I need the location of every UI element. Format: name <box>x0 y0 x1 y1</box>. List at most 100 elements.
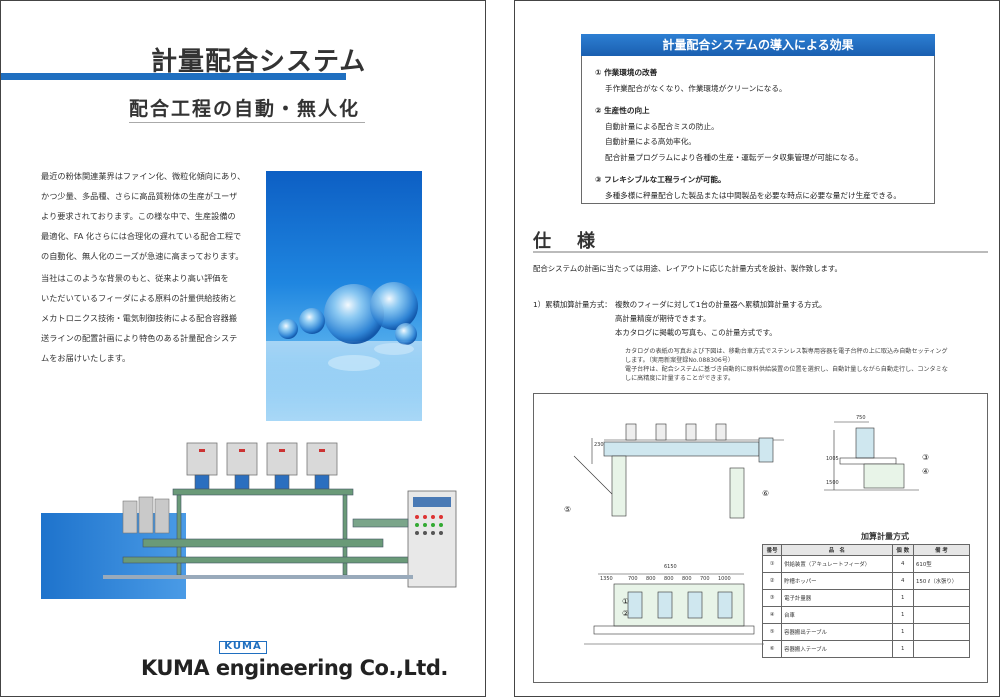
callout-label: ③ <box>922 453 929 462</box>
note-line: 電子台秤は、配合システムに基づき自動的に原料供給装置の位置を選択し、自動計量しな… <box>625 366 948 373</box>
note-line: カタログの表紙の写真および下図は、移動台車方式でステンレス製専用容器を電子台秤の… <box>625 348 948 355</box>
table-title: 加算計量方式 <box>861 532 909 541</box>
intro-line: かつ少量、多品種、さらに高品質粉体の生産がユーザ <box>41 191 238 201</box>
table-cell: 貯槽ホッパー <box>781 572 893 590</box>
effects-box <box>581 56 935 204</box>
equipment-table: 番号 品 名 個 数 備 考 ① 供給装置（アキュレートフィーダ） 4 610型… <box>761 544 971 658</box>
callout-label: ⑤ <box>564 505 571 514</box>
brochure-spec-page: 計量配合システムの導入による効果 ① 作業環境の改善 手作業配合がなくなり、作業… <box>514 0 1000 697</box>
method-description: 1）累積加算計量方式：複数のフィーダに対して1台の計量器へ累積加算計量する方式。… <box>533 298 826 340</box>
method-label: 1）累積加算計量方式： <box>533 300 612 309</box>
note-line: しに高精度に計量することができます。 <box>625 375 735 382</box>
table-cell: 1 <box>891 589 914 607</box>
table-cell <box>912 589 971 607</box>
dim-label: 800 <box>646 576 656 582</box>
table-row: ⑥ 容器搬入テーブル 1 <box>761 640 971 658</box>
callout-label: ④ <box>922 467 929 476</box>
intro-line: の自動化、無人化のニーズが急速に高まっております。 <box>41 251 244 261</box>
effect-item: ② 生産性の向上 自動計量による配合ミスの防止。 自動計量による高効率化。 配合… <box>595 103 935 165</box>
dim-label: 750 <box>856 415 866 421</box>
intro-line: いただいているフィーダによる原料の計量供給技術と <box>41 293 237 303</box>
table-cell: 1 <box>891 606 914 624</box>
intro-line: 送ラインの配置計画により特色のある計量配合システ <box>41 333 238 343</box>
table-cell: 容器搬入テーブル <box>781 640 893 658</box>
table-cell: 供給装置（アキュレートフィーダ） <box>781 555 893 573</box>
effect-line: 自動計量による配合ミスの防止。 <box>605 121 719 131</box>
hero-image-water-spheres <box>266 171 422 421</box>
effects-title: 計量配合システムの導入による効果 <box>581 34 935 56</box>
callout-label: ② <box>622 609 629 618</box>
table-header: 品 名 <box>781 544 893 556</box>
table-cell: 容器搬出テーブル <box>781 623 893 641</box>
dim-label: 700 <box>628 576 638 582</box>
note-line: します。（実用新案登録No.088306号） <box>625 357 734 364</box>
layout-drawing-svg: 750 230 1005 1500 6150 1350 700 800 800 … <box>564 415 929 645</box>
table-cell <box>912 623 971 641</box>
table-cell: ⑤ <box>761 623 783 641</box>
company-logo-text: KUMA engineering Co.,Ltd. <box>141 656 448 680</box>
intro-text: 最近の粉体関連業界はファイン化、微粒化傾向にあり、 かつ少量、多品種、さらに高品… <box>41 166 259 368</box>
table-header-row: 番号 品 名 個 数 備 考 <box>761 544 971 556</box>
callout-label: ① <box>622 597 629 606</box>
table-cell: 1 <box>891 640 914 658</box>
page-title: 計量配合システム <box>151 47 367 77</box>
water-spheres-illustration <box>266 282 422 421</box>
kuma-logo-mark: KUMA <box>219 641 267 654</box>
table-cell <box>912 640 971 658</box>
effect-heading: ③ フレキシブルな工程ラインが可能。 <box>595 175 726 184</box>
effect-line: 配合計量プログラムにより各種の生産・運転データ収集管理が可能になる。 <box>605 152 863 162</box>
dim-label: 6150 <box>664 564 677 570</box>
dim-label: 1000 <box>718 576 731 582</box>
table-cell: 台車 <box>781 606 893 624</box>
table-header: 備 考 <box>912 544 971 556</box>
effect-item: ① 作業環境の改善 手作業配合がなくなり、作業環境がクリーンになる。 <box>595 65 935 96</box>
effect-line: 自動計量による高効率化。 <box>605 137 696 146</box>
method-line: 高計量精度が期待できます。 <box>615 314 711 323</box>
callout-label: ⑥ <box>762 489 769 498</box>
page-subtitle: 配合工程の自動・無人化 <box>129 98 361 120</box>
machine-photo-illustration <box>103 439 463 599</box>
table-cell: 4 <box>891 555 914 573</box>
table-cell: 610型 <box>912 555 971 573</box>
effect-line: 手作業配合がなくなり、作業環境がクリーンになる。 <box>605 83 787 93</box>
effect-heading: ① 作業環境の改善 <box>595 68 658 77</box>
spec-title-rule <box>533 251 988 253</box>
table-cell: 4 <box>891 572 914 590</box>
dim-label: 1005 <box>826 456 839 462</box>
dim-label: 700 <box>700 576 710 582</box>
table-cell: ④ <box>761 606 783 624</box>
intro-line: ムをお届けいたします。 <box>41 353 131 363</box>
effect-heading: ② 生産性の向上 <box>595 106 650 115</box>
dim-label: 230 <box>594 442 604 448</box>
table-cell: 1 <box>891 623 914 641</box>
effect-item: ③ フレキシブルな工程ラインが可能。 多種多様に秤量配合した製品または中間製品を… <box>595 172 935 203</box>
table-cell: ① <box>761 555 783 573</box>
intro-line: 最適化、FA 化さらには合理化の遅れている配合工程で <box>41 231 242 241</box>
dim-label: 1350 <box>600 576 613 582</box>
table-cell: ② <box>761 572 783 590</box>
dim-label: 1500 <box>826 480 839 486</box>
intro-line: メカトロニクス技術・電気制御技術による配合容器搬 <box>41 313 238 323</box>
table-row: ③ 電子計量器 1 <box>761 589 971 607</box>
spec-section-title: 仕 様 <box>533 231 599 252</box>
table-row: ① 供給装置（アキュレートフィーダ） 4 610型 <box>761 555 971 573</box>
brochure-cover-page: 計量配合システム 配合工程の自動・無人化 最近の粉体関連業界はファイン化、微粒化… <box>0 0 486 697</box>
method-line: 複数のフィーダに対して1台の計量器へ累積加算計量する方式。 <box>615 300 827 309</box>
table-header: 番号 <box>761 544 783 556</box>
dim-label: 800 <box>682 576 692 582</box>
intro-line: 当社はこのような背景のもと、従来より高い評価を <box>41 273 229 283</box>
table-cell: 150 ℓ（水張り） <box>912 572 971 590</box>
table-row: ⑤ 容器搬出テーブル 1 <box>761 623 971 641</box>
method-note: カタログの表紙の写真および下図は、移動台車方式でステンレス製専用容器を電子台秤の… <box>625 347 970 383</box>
effects-list: ① 作業環境の改善 手作業配合がなくなり、作業環境がクリーンになる。 ② 生産性… <box>595 65 935 210</box>
table-cell <box>912 606 971 624</box>
subtitle-rule <box>129 122 365 123</box>
table-header: 個 数 <box>891 544 914 556</box>
intro-line: 最近の粉体関連業界はファイン化、微粒化傾向にあり、 <box>41 171 246 181</box>
table-cell: ③ <box>761 589 783 607</box>
effect-line: 多種多様に秤量配合した製品または中間製品を必要な時点に必要な量だけ生産できる。 <box>605 190 901 200</box>
table-row: ④ 台車 1 <box>761 606 971 624</box>
table-cell: 電子計量器 <box>781 589 893 607</box>
method-line: 本カタログに掲載の写真も、この計量方式です。 <box>615 328 777 337</box>
title-accent-bar <box>1 73 346 80</box>
